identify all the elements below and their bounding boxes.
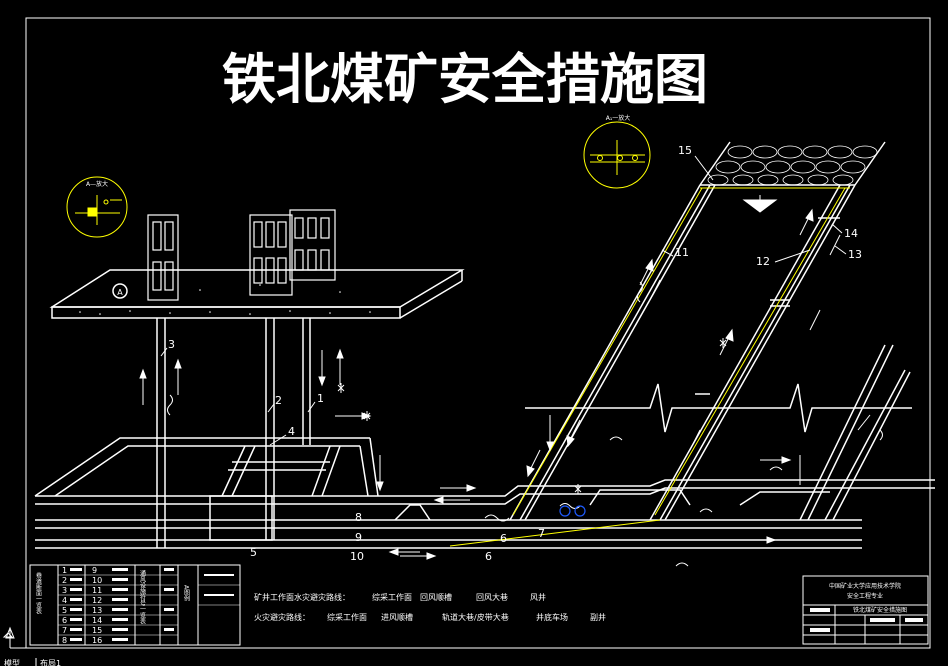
- svg-text:13: 13: [92, 606, 102, 615]
- surface-buildings: [147, 209, 336, 301]
- legend-right-label: A图例: [183, 585, 190, 602]
- fire-route-label: 火灾避灾路线：: [254, 612, 310, 622]
- callout-4: 4: [288, 425, 295, 438]
- callout-6a: 6: [500, 532, 507, 545]
- callout-14: 14: [844, 227, 858, 240]
- roadway-network: [34, 141, 935, 549]
- callout-6b: 6: [485, 550, 492, 563]
- fire-route-step-3: 轨道大巷/皮带大巷: [442, 612, 509, 622]
- water-route-step-2: 回风顺槽: [420, 592, 452, 602]
- svg-text:1: 1: [62, 566, 67, 575]
- layout-tab-bar: [0, 656, 948, 666]
- svg-text:9: 9: [92, 566, 97, 575]
- svg-text:8: 8: [62, 636, 67, 645]
- callout-7: 7: [538, 527, 545, 540]
- svg-text:11: 11: [92, 586, 102, 595]
- callout-9: 9: [355, 531, 362, 544]
- callout-12: 12: [756, 255, 770, 268]
- svg-text:2: 2: [62, 576, 67, 585]
- water-route-step-3: 回风大巷: [476, 592, 508, 602]
- tab-model[interactable]: 模型: [4, 658, 20, 666]
- svg-text:12: 12: [92, 596, 102, 605]
- water-route-label: 矿井工作面水灾避灾路线：: [254, 592, 350, 602]
- airflow-arrows: [139, 195, 871, 560]
- water-route-step-1: 综采工作面: [372, 592, 412, 602]
- title-block-drawing-name: 铁北煤矿安全措施图: [853, 606, 907, 614]
- callout-2: 2: [275, 394, 282, 407]
- svg-text:7: 7: [62, 626, 67, 635]
- svg-text:5: 5: [62, 606, 67, 615]
- surface-platform: [49, 269, 465, 319]
- svg-text:14: 14: [92, 616, 102, 625]
- callout-1: 1: [317, 392, 324, 405]
- fire-route-step-4: 井底车场: [536, 612, 568, 622]
- water-route-step-4: 风井: [530, 592, 546, 602]
- legend-numbers: 1 2 3 4 5 6 7 8 9 10 11 12 13 14 15 16: [62, 566, 102, 645]
- drawing-border: [25, 17, 931, 649]
- callout-15: 15: [678, 144, 692, 157]
- legend-table: [29, 564, 241, 646]
- ventilation-highlights: [449, 187, 850, 547]
- svg-text:15: 15: [92, 626, 102, 635]
- fire-route-step-5: 副井: [590, 612, 606, 622]
- title-block-major: 安全工程专业: [847, 592, 883, 600]
- detail-a-caption: A—放大: [86, 180, 108, 188]
- detail-a-marker: A: [117, 288, 123, 297]
- cooling-units: [559, 505, 586, 517]
- svg-text:6: 6: [62, 616, 67, 625]
- fire-route-step-1: 综采工作面: [327, 612, 367, 622]
- escape-routes: 矿井工作面水灾避灾路线： 综采工作面 回风顺槽 回风大巷 风井 火灾避灾路线： …: [254, 592, 606, 622]
- svg-text:10: 10: [92, 576, 102, 585]
- fire-route-step-2: 进风顺槽: [381, 612, 413, 622]
- ventilation-symbols: [167, 281, 883, 567]
- ucs-icon: [2, 626, 50, 649]
- svg-text:4: 4: [62, 596, 67, 605]
- detail-circle-a: [66, 176, 128, 238]
- callout-10: 10: [350, 550, 364, 563]
- legend-mid-label: 通风设施符号一览表: [139, 569, 146, 625]
- callout-11: 11: [675, 246, 689, 259]
- title-block-school: 中国矿业大学应用技术学院: [829, 582, 901, 590]
- svg-text:16: 16: [92, 636, 102, 645]
- callout-13: 13: [848, 248, 862, 261]
- tab-layout1[interactable]: 布局1: [40, 658, 61, 666]
- title-block: [802, 575, 929, 645]
- drawing-title: 铁北煤矿安全措施图: [222, 47, 708, 111]
- legend-side-label: 巷道断面一览表: [35, 571, 42, 615]
- detail-circle-a1: [583, 121, 651, 189]
- detail-a1-caption: A₁一放大: [606, 114, 631, 122]
- callout-8: 8: [355, 511, 362, 524]
- callout-5: 5: [250, 546, 257, 559]
- shafts: [156, 318, 311, 548]
- callout-labels: 1 2 3 4 5 6 6 7 8 9 10 11 12 13 14 15: [160, 144, 862, 563]
- callout-3: 3: [168, 338, 175, 351]
- svg-text:3: 3: [62, 586, 67, 595]
